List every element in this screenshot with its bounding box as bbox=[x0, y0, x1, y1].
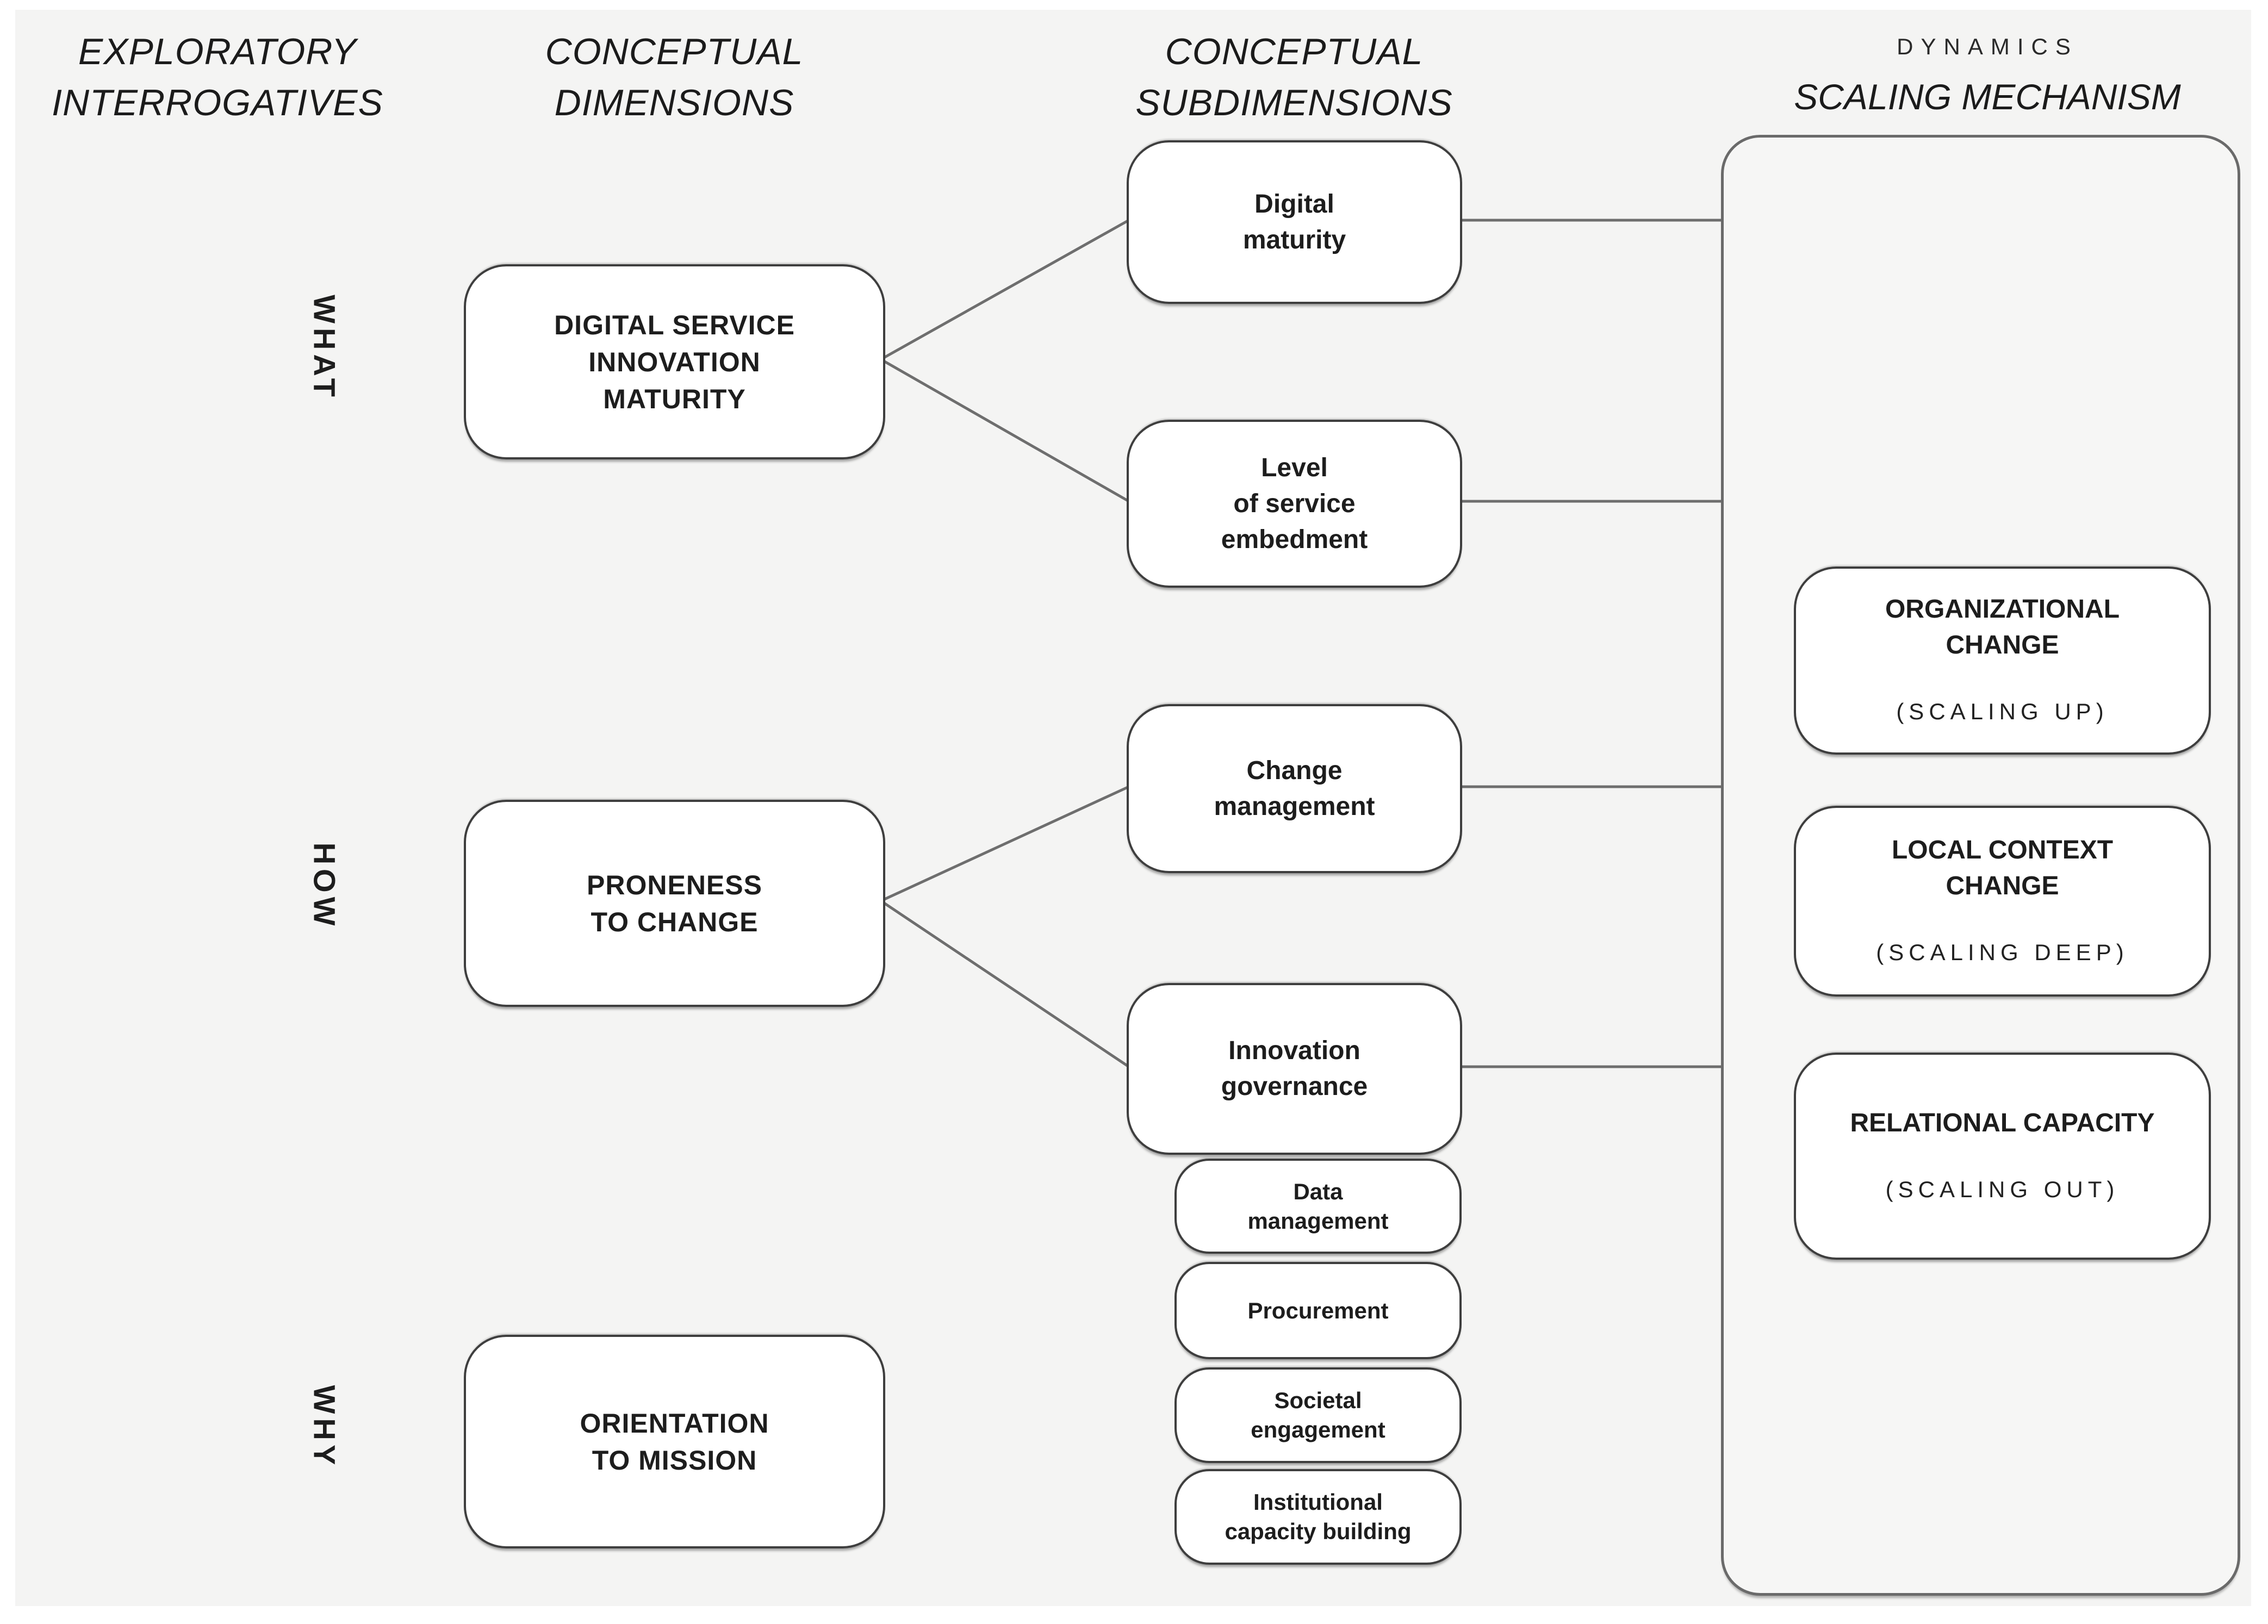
box-relational-capacity: RELATIONAL CAPACITY (SCALING OUT) bbox=[1794, 1053, 2211, 1260]
header-conceptual-subdimensions: CONCEPTUAL SUBDIMENSIONS bbox=[1135, 31, 1453, 123]
box-digital-maturity: Digital maturity bbox=[1127, 140, 1462, 304]
box-organizational-change: ORGANIZATIONAL CHANGE (SCALING UP) bbox=[1794, 567, 2211, 755]
pill-societal-engagement: Societal engagement bbox=[1175, 1367, 1462, 1463]
box-digital-service-innovation-maturity: DIGITAL SERVICE INNOVATION MATURITY bbox=[464, 264, 885, 459]
box-proneness-to-change: PRONENESS TO CHANGE bbox=[464, 800, 885, 1007]
row-label-why: WHY bbox=[307, 1385, 342, 1470]
row-label-what: WHAT bbox=[307, 295, 342, 401]
local-context-change-subtitle: (SCALING DEEP) bbox=[1876, 939, 2129, 965]
box-innovation-governance: Innovation governance bbox=[1127, 983, 1462, 1155]
row-label-how: HOW bbox=[307, 842, 342, 930]
pill-institutional-capacity-building: Institutional capacity building bbox=[1175, 1469, 1462, 1565]
header-dynamics: DYNAMICS bbox=[1897, 34, 2078, 59]
organizational-change-title: ORGANIZATIONAL CHANGE bbox=[1885, 595, 2120, 659]
header-exploratory-interrogatives: EXPLORATORY INTERROGATIVES bbox=[52, 31, 383, 123]
box-local-context-change: LOCAL CONTEXT CHANGE (SCALING DEEP) bbox=[1794, 806, 2211, 997]
pill-procurement: Procurement bbox=[1175, 1262, 1462, 1359]
pill-data-management: Data management bbox=[1175, 1159, 1462, 1254]
organizational-change-subtitle: (SCALING UP) bbox=[1896, 699, 2109, 724]
header-conceptual-dimensions: CONCEPTUAL DIMENSIONS bbox=[545, 31, 804, 123]
relational-capacity-title: RELATIONAL CAPACITY bbox=[1850, 1108, 2155, 1137]
local-context-change-title: LOCAL CONTEXT CHANGE bbox=[1891, 835, 2114, 900]
box-change-management: Change management bbox=[1127, 704, 1462, 873]
box-level-of-service-embedment: Level of service embedment bbox=[1127, 420, 1462, 588]
relational-capacity-subtitle: (SCALING OUT) bbox=[1885, 1176, 2120, 1202]
header-scaling-mechanism: SCALING MECHANISM bbox=[1794, 77, 2181, 117]
box-orientation-to-mission: ORIENTATION TO MISSION bbox=[464, 1335, 885, 1548]
